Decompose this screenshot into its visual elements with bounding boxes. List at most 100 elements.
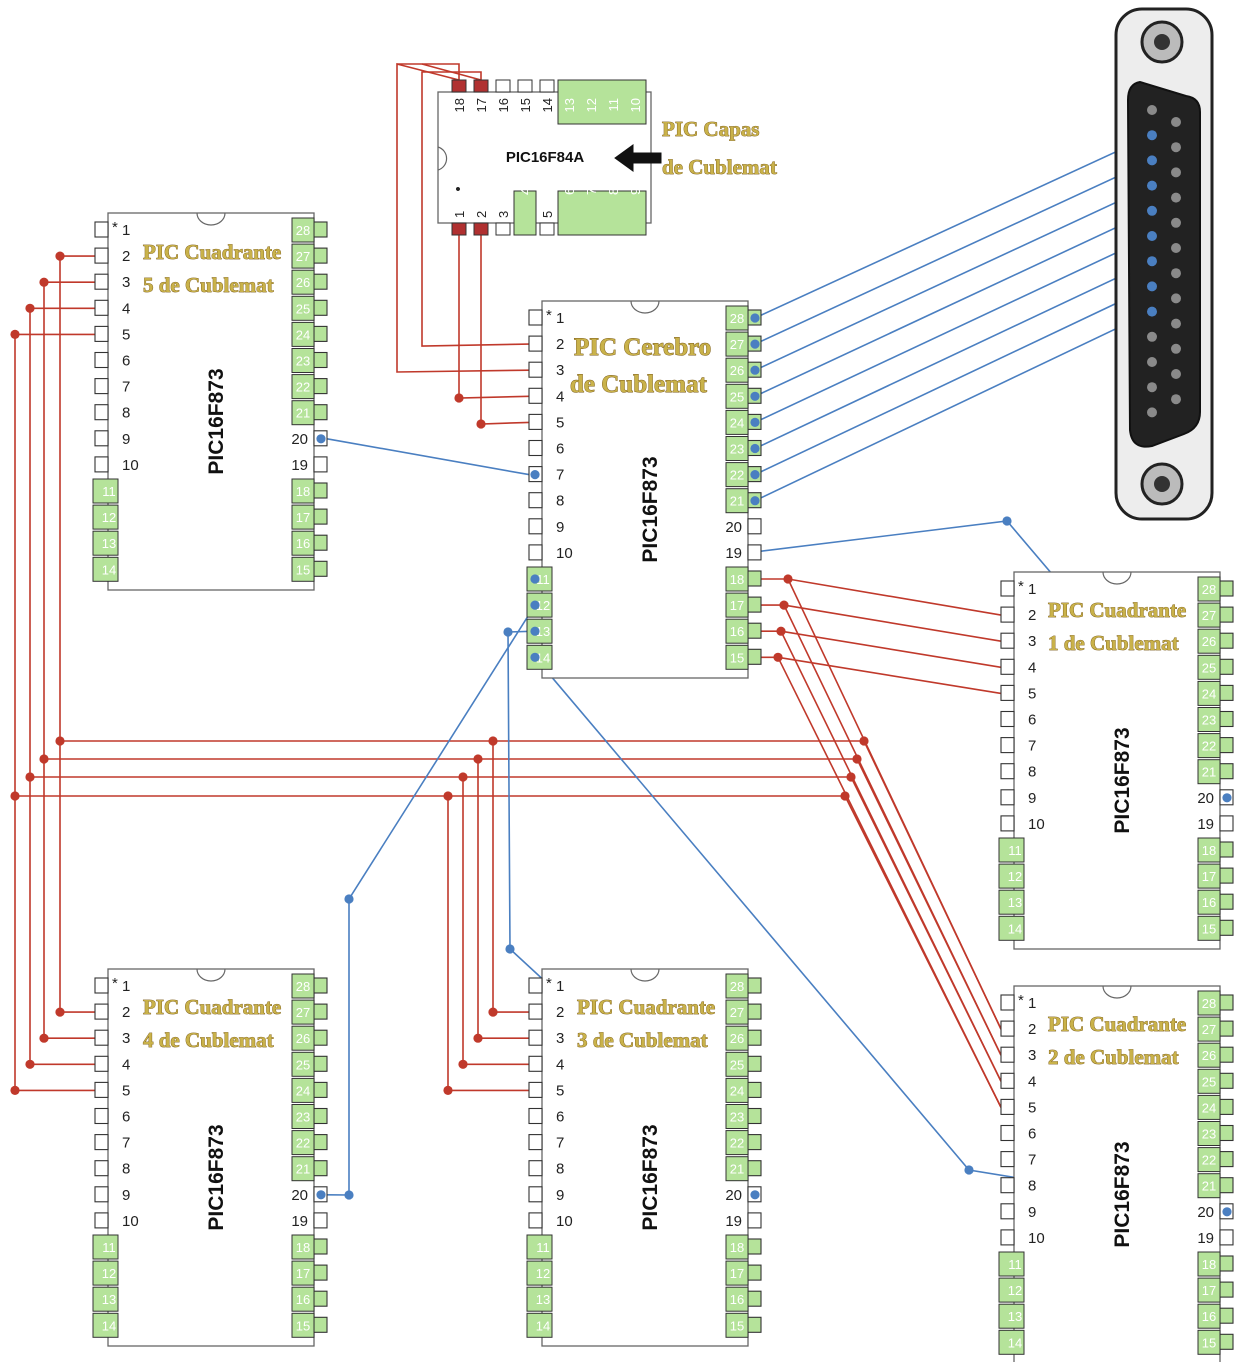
pin-pad (473, 222, 489, 236)
pin-green-block (92, 1286, 119, 1312)
pin-number: 23 (296, 354, 310, 369)
pin-pad (528, 1212, 543, 1229)
pin-number: 4 (556, 1056, 564, 1073)
pin-pad (1000, 1124, 1015, 1142)
junction-dots (10, 251, 1232, 1217)
pin-pad (1000, 1151, 1015, 1168)
chip-notch (437, 146, 448, 171)
pin-number: 3 (122, 1030, 130, 1047)
pin-number: 8 (556, 1161, 564, 1178)
connector-pin (1171, 369, 1181, 379)
chip-part-label: PIC16F873 (639, 456, 662, 562)
pin-number: 8 (556, 493, 564, 510)
pin-pad (1000, 815, 1015, 832)
pin-number: 10 (556, 1213, 573, 1230)
pin-pad (517, 79, 533, 93)
pin-number: 22 (1202, 1153, 1216, 1168)
pin-number: 20 (291, 431, 308, 448)
pin-green-block (1197, 1068, 1221, 1094)
pin-pad (528, 413, 543, 430)
pin-pad (94, 1107, 109, 1125)
wire-bus-left (43, 281, 95, 1039)
pin-green-block (725, 1130, 749, 1156)
pin-pad (313, 1003, 328, 1020)
wire-f84-2 (480, 235, 530, 425)
pin-number: 28 (1202, 996, 1216, 1011)
wire-cerebro-db25 (754, 210, 1153, 398)
pin-pad (1219, 1072, 1234, 1089)
pin-green-block (291, 1156, 315, 1182)
pin-number: 25 (1202, 1074, 1216, 1089)
pin-number: 3 (1028, 1047, 1036, 1064)
pin-pad (1000, 994, 1015, 1011)
pin-number: 1 (122, 978, 130, 995)
pin-pad (528, 361, 543, 378)
pin-green-block (1197, 733, 1221, 759)
connector-pin (1147, 306, 1157, 317)
pin-number: 26 (730, 363, 744, 378)
junction-dot (859, 736, 869, 746)
pin-number: 5 (122, 326, 130, 343)
label-q1-line1: PIC Cuadrante (1048, 598, 1186, 622)
pin-number: 12 (536, 1266, 550, 1281)
pin-number: 10 (122, 457, 139, 474)
junction-dot (1002, 516, 1012, 526)
pin-green-block (291, 1234, 315, 1260)
pin-green-block (725, 331, 749, 357)
pin-pad (1219, 1020, 1234, 1037)
pin-number: 26 (296, 1031, 310, 1046)
pin-green-block (291, 400, 315, 426)
connector-pin (1171, 394, 1181, 405)
pin-green-block (1197, 990, 1221, 1016)
pin-number: 5 (122, 1082, 130, 1099)
pin-number: 25 (296, 1057, 310, 1072)
pin-green-block (92, 478, 119, 504)
pin-green-block (526, 1260, 553, 1286)
pin-number: 27 (730, 1005, 744, 1020)
arrow-left-icon (614, 144, 662, 172)
pin-green-block (1197, 1094, 1221, 1120)
pin-number: 13 (102, 536, 116, 551)
pin-number: 8 (122, 1161, 130, 1178)
mount-hole-inner (1154, 34, 1170, 50)
pin-pad (313, 1316, 328, 1333)
pin-green-block (526, 1286, 553, 1312)
pin-pad (1000, 1020, 1015, 1037)
pin-number: 16 (1202, 895, 1216, 910)
pin-number: 18 (452, 98, 467, 112)
pin-pad (1219, 893, 1234, 910)
pin-pad (94, 430, 109, 447)
wire-cerebro-db25 (754, 184, 1153, 371)
pin-pad (528, 309, 543, 326)
pin-pad (313, 273, 328, 290)
pin-number: 14 (536, 650, 550, 665)
pin-number: 21 (296, 406, 310, 421)
junction-dot (39, 1033, 49, 1043)
pin-number: 10 (122, 1213, 139, 1230)
pin-green-block (725, 618, 749, 644)
pin-number: 15 (1202, 921, 1216, 936)
pin-number: 6 (562, 188, 577, 195)
pin-number: 12 (536, 598, 550, 613)
pin-number: 14 (540, 98, 555, 112)
junction-dot (39, 754, 49, 764)
pin-number: 17 (1202, 869, 1216, 884)
junction-dot (750, 365, 760, 375)
pin-number: 8 (606, 188, 621, 195)
wire-bus-q2 (856, 758, 1002, 1056)
junction-dot (316, 1190, 326, 1200)
pin-pad (1219, 1229, 1234, 1246)
pin-green-block (1197, 915, 1221, 941)
wire-bus-left (29, 307, 95, 1066)
pin-pad (528, 335, 543, 352)
junction-dot (473, 1033, 483, 1043)
pin-number: 24 (730, 415, 744, 430)
junction-dot (530, 652, 540, 662)
pin-number: 9 (556, 519, 564, 536)
pin-pad (1000, 606, 1015, 623)
pin-pad (1000, 1177, 1015, 1194)
pin-pad (1219, 867, 1234, 884)
chip-body (107, 968, 315, 1347)
pin-number: 12 (102, 1266, 116, 1281)
junction-dot (750, 417, 760, 427)
